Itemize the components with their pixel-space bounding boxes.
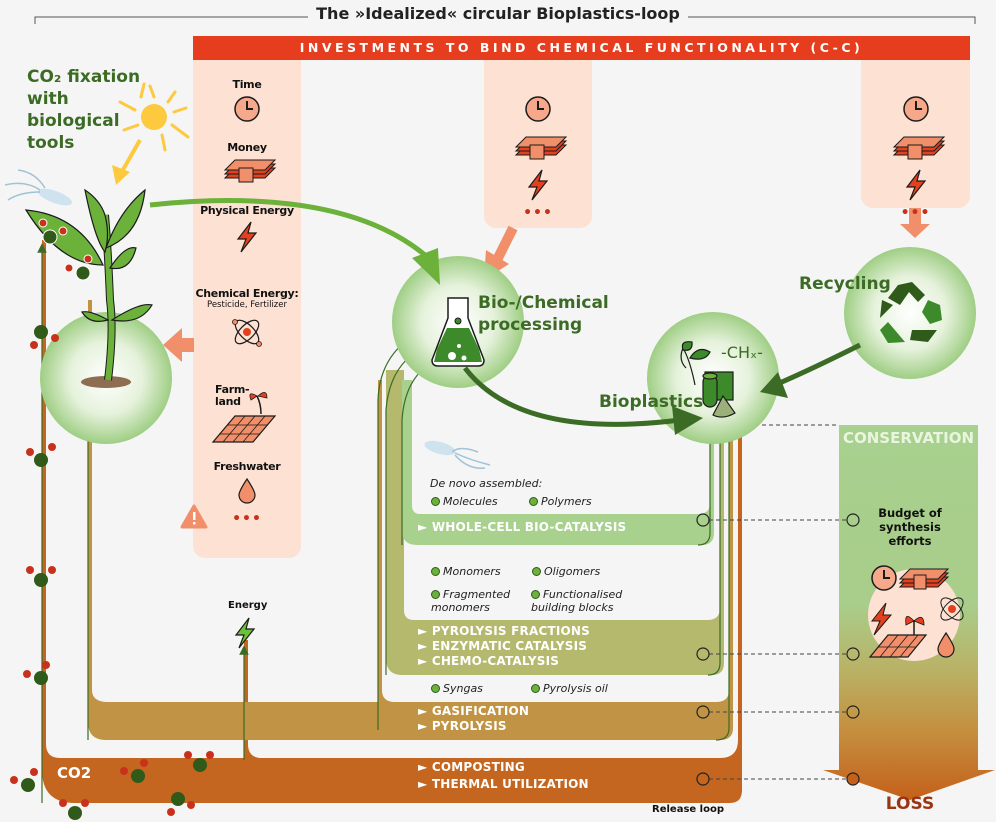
bacterium-icon xyxy=(4,169,73,206)
co2-molecule xyxy=(26,566,56,587)
product-polymers: Polymers xyxy=(529,495,592,508)
process-pyrolysis: ► PYROLYSIS xyxy=(418,719,507,733)
process-thermal-utilization: ► THERMAL UTILIZATION xyxy=(418,777,589,791)
clock-icon xyxy=(193,95,301,127)
process-list-release: ► COMPOSTING ► THERMAL UTILIZATION xyxy=(418,759,589,793)
connector-node xyxy=(846,705,860,719)
bioplastic-shapes-icon xyxy=(680,341,736,418)
co2-label: CO2 xyxy=(57,764,92,782)
atom-icon xyxy=(940,597,964,621)
investment-list-middle: ••• xyxy=(484,95,592,221)
product-fragmented-monomers: Fragmented monomers xyxy=(431,588,511,614)
budget-icons-cluster xyxy=(864,565,974,669)
flask-icon xyxy=(431,297,485,367)
processing-to-bioplastics-arrow xyxy=(463,366,703,435)
more-items-icon: ••• xyxy=(900,205,931,221)
seedling-icon xyxy=(905,616,925,637)
money-stack-icon xyxy=(484,133,592,165)
process-list-catalysis: ► PYROLYSIS FRACTIONS ► ENZYMATIC CATALY… xyxy=(418,624,590,669)
co2-molecule xyxy=(26,443,56,467)
catalysis-loop-band xyxy=(386,370,724,675)
clock-icon xyxy=(871,565,897,591)
loss-label: LOSS xyxy=(885,794,935,814)
water-drop-icon xyxy=(193,477,301,509)
product-monomers: Monomers xyxy=(431,565,501,578)
connector-node xyxy=(696,647,710,661)
whole-cell-loop-band xyxy=(402,380,714,545)
process-pyrolysis-fractions: ► PYROLYSIS FRACTIONS xyxy=(418,624,591,638)
process-whole-cell: ► WHOLE-CELL BIO-CATALYSIS xyxy=(418,520,627,534)
more-items-icon: ••• xyxy=(232,511,262,527)
process-list-gasification: ► GASIFICATION ► PYROLYSIS xyxy=(418,704,529,734)
money-stack-icon xyxy=(861,133,970,165)
bioplastics-label: Bioplastics xyxy=(599,392,704,412)
sun-icon xyxy=(112,82,190,185)
investment-arrow-right xyxy=(900,208,930,238)
product-syngas: Syngas xyxy=(431,682,483,695)
money-stack-icon xyxy=(193,156,301,188)
farmland-icon xyxy=(211,392,277,443)
farmland-item: Farm- land xyxy=(193,384,301,444)
lightning-icon xyxy=(870,602,893,636)
de-novo-label: De novo assembled: xyxy=(430,477,543,490)
investments-banner: INVESTMENTS TO BIND CHEMICAL FUNCTIONALI… xyxy=(193,36,970,60)
atom-icon xyxy=(193,314,301,354)
co2-molecule xyxy=(184,751,214,772)
chx-formula: -CHₓ- xyxy=(721,343,763,362)
recycle-icon xyxy=(880,282,942,343)
lightning-icon xyxy=(193,221,301,257)
co2-molecule xyxy=(30,325,59,349)
product-oligomers: Oligomers xyxy=(532,565,600,578)
co2-molecule xyxy=(120,759,148,783)
green-lightning-icon xyxy=(232,617,258,653)
connector-node xyxy=(846,513,860,527)
conservation-label: CONSERVATION xyxy=(842,429,975,447)
plant-icon xyxy=(24,188,153,388)
money-stack-icon xyxy=(898,568,950,590)
clock-icon xyxy=(861,95,970,127)
recycling-to-bioplastics-arrow xyxy=(760,342,862,398)
process-enzymatic-catalysis: ► ENZYMATIC CATALYSIS xyxy=(418,639,588,653)
co2-molecule xyxy=(167,792,195,816)
page-title: The »Idealized« circular Bioplastics-loo… xyxy=(0,4,996,23)
warning-icon xyxy=(180,504,208,529)
co2-molecule xyxy=(59,799,89,820)
lightning-icon xyxy=(861,169,970,205)
connector-node xyxy=(696,772,710,786)
co2-molecule xyxy=(10,768,38,792)
processing-label: Bio-/Chemical processing xyxy=(478,293,609,335)
investment-column-right xyxy=(861,60,970,208)
product-molecules: Molecules xyxy=(431,495,498,508)
process-composting: ► COMPOSTING xyxy=(418,760,525,774)
connector-node xyxy=(696,705,710,719)
plant-to-processing-arrow xyxy=(149,198,440,285)
connector-node xyxy=(846,647,860,661)
clock-icon xyxy=(484,95,592,127)
co2-molecule xyxy=(23,661,50,685)
investment-list-right: ••• xyxy=(861,95,970,221)
investment-arrow-left xyxy=(163,328,194,362)
lightning-icon xyxy=(484,169,592,205)
product-functionalised-building-blocks: Functionalised building blocks xyxy=(531,588,623,614)
recycling-bubble xyxy=(844,247,976,379)
investment-list-left: Time Money Physical Energy Chemical Ener… xyxy=(193,78,301,527)
connector-node xyxy=(696,513,710,527)
connector-circles xyxy=(696,513,860,786)
budget-label: Budget of synthesis efforts xyxy=(878,506,942,548)
product-pyrolysis-oil: Pyrolysis oil xyxy=(531,682,608,695)
connector-node xyxy=(846,772,860,786)
co2-molecules xyxy=(10,325,214,820)
process-chemo-catalysis: ► CHEMO-CATALYSIS xyxy=(418,654,560,668)
process-gasification: ► GASIFICATION xyxy=(418,704,530,718)
recycling-label: Recycling xyxy=(799,274,891,294)
farmland-icon xyxy=(868,634,928,658)
energy-label: Energy xyxy=(228,600,268,611)
co2-fixation-heading: CO₂ fixation with biological tools xyxy=(27,67,141,153)
water-drop-icon xyxy=(937,631,955,658)
bacterium-icon-2 xyxy=(424,440,491,469)
release-loop-label: Release loop xyxy=(652,804,724,815)
more-items-icon: ••• xyxy=(523,205,553,221)
